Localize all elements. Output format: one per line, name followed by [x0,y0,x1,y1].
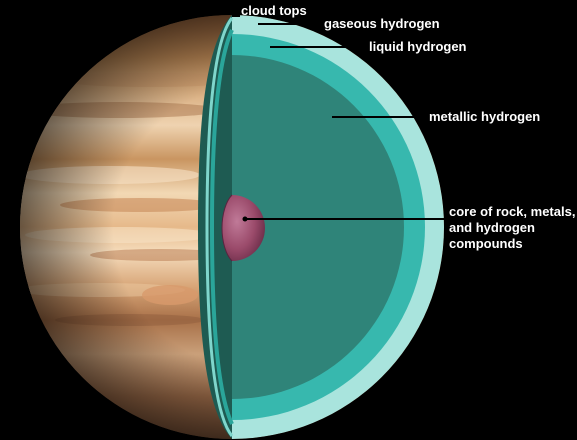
metallic-hydrogen-layer [232,55,404,399]
label-core-line1: core of rock, metals, [449,204,575,219]
label-gaseous-hydrogen: gaseous hydrogen [324,16,440,31]
core [222,195,265,261]
cut-face [198,15,232,439]
label-cloud-tops: cloud tops [241,3,307,18]
label-core-line2: and hydrogen [449,220,535,235]
label-core-line3: compounds [449,236,523,251]
label-liquid-hydrogen: liquid hydrogen [369,39,467,54]
interior-cutaway [198,15,444,439]
label-metallic-hydrogen: metallic hydrogen [429,109,540,124]
